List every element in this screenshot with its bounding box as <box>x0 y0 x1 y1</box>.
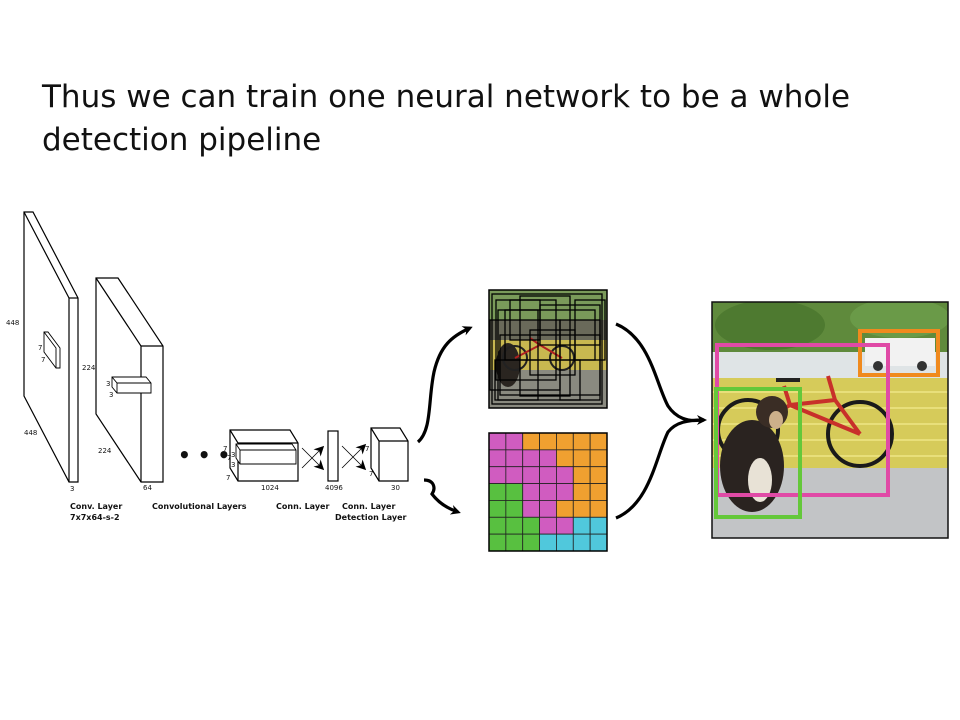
output-w-label: 7 <box>369 470 373 478</box>
class-map-cell <box>589 516 607 535</box>
class-map-cell <box>589 449 607 468</box>
class-map-cell <box>556 433 574 451</box>
class-map-cell <box>505 516 524 535</box>
conv2-height-label: 224 <box>82 364 96 372</box>
layer3-channels-label: 1024 <box>261 484 279 492</box>
class-map-cell <box>572 433 591 451</box>
candidate-boxes <box>489 293 606 405</box>
input-width-label: 448 <box>24 429 37 437</box>
class-map-cell <box>505 433 524 451</box>
input-channels-label: 3 <box>70 485 74 493</box>
slide-title: Thus we can train one neural network to … <box>42 79 851 158</box>
layer3-k1-label: 7 <box>223 445 227 453</box>
conv2-kernel-box <box>111 376 152 394</box>
layer3-k4-label: 3 <box>231 461 235 469</box>
caption-conn-layer: Conn. Layer <box>276 502 329 511</box>
box-predictions-image <box>489 290 607 408</box>
conv2-channels-label: 64 <box>143 484 152 492</box>
layer3-k5-label: 7 <box>226 474 230 482</box>
layer3-k3-label: 3 <box>231 451 235 459</box>
box-predictions-frame <box>488 289 608 409</box>
class-map-cell <box>589 533 607 551</box>
class-map-cell <box>556 533 574 551</box>
class-map-cell <box>522 500 540 518</box>
class-map-cell <box>539 466 557 484</box>
class-map-cell <box>556 466 574 484</box>
layer-ellipsis: • • • <box>178 443 230 467</box>
detection-boxes <box>714 329 940 519</box>
class-map-cell <box>572 533 591 551</box>
arrow-merge-top <box>615 322 701 423</box>
class-map-cell <box>572 516 591 535</box>
caption-conv1-line2: 7x7x64-s-2 <box>70 513 120 522</box>
conv2-kernel-h-label: 3 <box>106 380 110 388</box>
class-map-cell <box>489 483 507 501</box>
class-map-frame <box>488 432 608 552</box>
fc-layer-block <box>327 430 339 482</box>
class-map-cell <box>556 449 574 468</box>
class-map-cell <box>522 449 540 468</box>
output-tensor-cube <box>370 427 409 482</box>
class-map-cell <box>572 449 591 468</box>
class-map-cell <box>489 533 507 551</box>
input-kernel-h-label: 7 <box>38 344 42 352</box>
class-map-cell <box>589 433 607 451</box>
class-map-cell <box>505 533 524 551</box>
class-map-cell <box>505 449 524 468</box>
class-map-cell <box>539 483 557 501</box>
caption-det-line2: Detection Layer <box>335 513 406 522</box>
class-map-cell <box>556 500 574 518</box>
dog-detection-box <box>714 387 802 519</box>
input-kernel-w-label: 7 <box>41 356 45 364</box>
conv-layers-block <box>229 429 299 482</box>
class-map-cell <box>589 483 607 501</box>
class-map-cell <box>539 449 557 468</box>
class-map-cell <box>505 483 524 501</box>
class-map-cell <box>539 516 557 535</box>
class-map-cell <box>539 500 557 518</box>
class-map-cell <box>556 516 574 535</box>
class-map-cell <box>522 466 540 484</box>
arrow-to-class-map <box>423 478 461 515</box>
class-map-cell <box>505 466 524 484</box>
fc-size-label: 4096 <box>325 484 343 492</box>
class-map-cell <box>522 483 540 501</box>
class-map-cell <box>539 433 557 451</box>
class-map-cell <box>489 516 507 535</box>
class-map-cell <box>556 483 574 501</box>
class-map-cell <box>539 533 557 551</box>
class-map-cell <box>489 500 507 518</box>
fc-cross-arrows-1 <box>301 445 325 471</box>
class-map-cell <box>589 500 607 518</box>
class-map-cell <box>522 533 540 551</box>
class-probability-map <box>489 433 607 551</box>
layer3-k2-label: 7 <box>227 454 231 462</box>
caption-det-line1: Conn. Layer <box>342 502 395 511</box>
input-kernel-cube <box>43 331 61 369</box>
output-h-label: 7 <box>365 445 369 453</box>
arrow-to-boxes <box>416 326 473 444</box>
arrow-merge-bottom <box>615 415 707 520</box>
caption-conv-layers: Convolutional Layers <box>152 502 247 511</box>
fc-cross-arrows-2 <box>341 443 367 471</box>
class-map-cell <box>505 500 524 518</box>
class-map-cell <box>522 433 540 451</box>
final-detections-frame <box>711 301 949 539</box>
final-detections-image <box>712 302 948 538</box>
class-map-cell <box>572 500 591 518</box>
class-map-cell <box>572 483 591 501</box>
class-map-cell <box>589 466 607 484</box>
truck-detection-box <box>858 329 940 377</box>
output-channels-label: 30 <box>391 484 400 492</box>
class-map-cell <box>522 516 540 535</box>
conv2-width-label: 224 <box>98 447 112 455</box>
class-map-cell <box>489 449 507 468</box>
class-map-cell <box>489 433 507 451</box>
input-height-label: 448 <box>6 319 19 327</box>
class-map-cell <box>489 466 507 484</box>
caption-conv1-line1: Conv. Layer <box>70 502 122 511</box>
conv2-kernel-w-label: 3 <box>109 391 113 399</box>
class-map-cell <box>572 466 591 484</box>
